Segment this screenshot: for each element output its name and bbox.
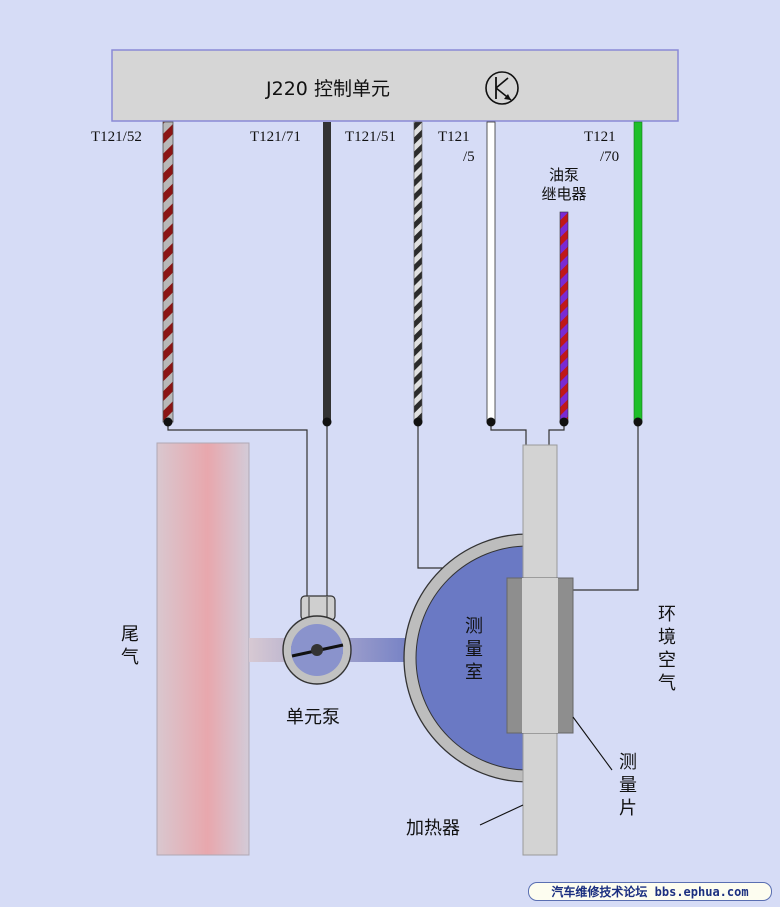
terminal-dots [163,417,643,427]
pin-label-52: T121/52 [91,129,142,145]
pin-label-5-line1: T121 [438,129,470,145]
label-heater: 加热器 [406,818,460,839]
svg-text:气: 气 [658,673,676,694]
svg-text:量: 量 [619,775,637,796]
svg-text:环: 环 [658,604,676,625]
wire-t121-52 [162,121,174,423]
wire-relay [559,211,569,423]
forum-watermark: 汽车维修技术论坛 bbs.ephua.com [528,882,772,901]
wire-t121-51 [413,121,423,423]
label-measuring-chamber: 测 量 室 [465,616,483,683]
unit-pump [282,595,352,685]
measuring-chamber [403,533,529,783]
svg-text:片: 片 [619,798,637,819]
wire-t121-71 [323,122,331,422]
svg-text:气: 气 [121,647,139,668]
pin-label-71: T121/71 [250,129,301,145]
svg-text:测: 测 [619,752,637,773]
pin-label-70-line2: /70 [600,149,619,165]
measuring-plate-core [522,578,558,733]
wire-t121-5 [486,121,496,423]
svg-text:尾: 尾 [121,624,139,645]
svg-text:境: 境 [658,627,676,648]
exhaust-pipe [156,442,250,856]
control-unit-box: J220 控制单元 [111,49,679,122]
label-measuring-plate: 测 量 片 [619,752,637,819]
svg-text:量: 量 [465,639,483,660]
relay-label-line2: 继电器 [541,185,586,203]
transistor-symbol-icon [485,71,519,105]
control-unit-title: J220 控制单元 [265,78,390,100]
wire-t121-70 [633,121,643,423]
pin-label-5-line2: /5 [463,149,475,165]
leader-lines [479,716,613,826]
label-unit-pump: 单元泵 [286,707,340,728]
label-ambient-air: 环 境 空 气 [658,604,676,694]
label-exhaust: 尾 气 [121,624,139,668]
svg-text:室: 室 [465,662,483,683]
relay-label-line1: 油泵 [549,166,579,184]
svg-text:空: 空 [658,650,676,671]
pin-label-51: T121/51 [345,129,396,145]
pin-label-70-line1: T121 [584,129,616,145]
svg-text:测: 测 [465,616,483,637]
